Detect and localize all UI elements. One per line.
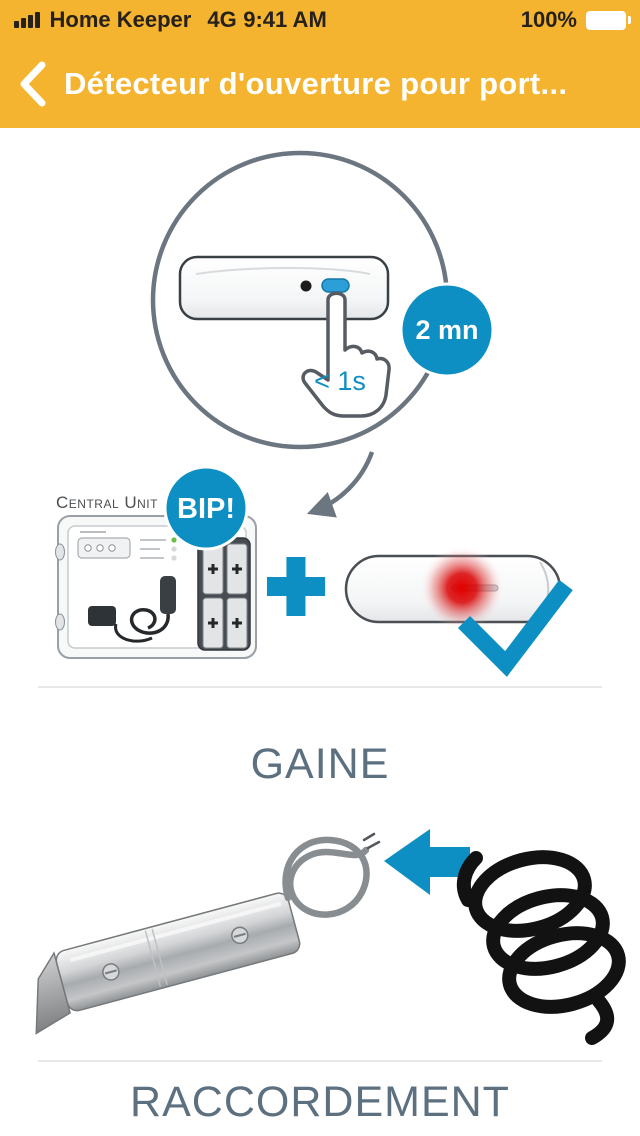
- central-unit-illustration: [55, 515, 257, 659]
- bare-wire-tips: [362, 832, 381, 850]
- plus-icon: +: [267, 530, 325, 642]
- coiled-cable-illustration: [456, 850, 626, 1045]
- network-type-label: 4G: [207, 7, 237, 32]
- status-time: 9:41 AM: [243, 7, 327, 32]
- carrier-label: Home Keeper: [49, 7, 192, 32]
- battery-pack: [197, 537, 251, 651]
- back-button[interactable]: [16, 58, 50, 110]
- sensor-led: [300, 280, 312, 292]
- beep-badge: BIP!: [163, 465, 249, 551]
- tap-hand-icon: [301, 291, 391, 418]
- signal-strength-icon: [14, 12, 40, 28]
- beep-badge-label: BIP!: [177, 493, 235, 525]
- central-unit-label: Central Unit: [56, 493, 158, 512]
- battery-icon: [586, 10, 631, 30]
- press-duration-label: < 1s: [314, 366, 366, 396]
- section-divider: [38, 686, 602, 688]
- battery-percent-label: 100%: [520, 7, 577, 32]
- left-arrow-icon: [384, 829, 470, 895]
- tutorial-illustrations: < 1s 2 mn: [35, 150, 626, 1045]
- timer-badge: 2 mn: [399, 282, 495, 378]
- checkmark-icon: [457, 579, 573, 677]
- antenna-wire: [129, 608, 170, 635]
- section-title-raccordement: RACCORDEMENT: [130, 1078, 510, 1126]
- door-sensor-illustration: [178, 255, 390, 321]
- press-button-scene: < 1s 2 mn: [150, 150, 495, 518]
- section-divider: [38, 1060, 602, 1062]
- timer-badge-label: 2 mn: [415, 315, 478, 345]
- sensor-button: [321, 278, 350, 293]
- pairing-result-scene: BIP! +: [55, 465, 573, 677]
- status-bar: Home Keeper 4G 9:41 AM 100%: [0, 0, 640, 40]
- sheath-connection-scene: [35, 829, 626, 1045]
- navigation-bar: Détecteur d'ouverture pour port...: [0, 40, 640, 128]
- red-led-glow: [420, 546, 504, 630]
- metal-detector-probe-illustration: [35, 892, 301, 1035]
- page-title: Détecteur d'ouverture pour port...: [64, 66, 568, 101]
- sensor-with-led-illustration: [344, 546, 562, 630]
- rf-module: [88, 606, 116, 626]
- wire-loop: [282, 836, 370, 918]
- section-title-gaine: GAINE: [250, 740, 390, 788]
- status-led-green: [171, 537, 177, 543]
- chevron-left-icon: [20, 61, 46, 107]
- down-arrow-icon: [306, 451, 375, 518]
